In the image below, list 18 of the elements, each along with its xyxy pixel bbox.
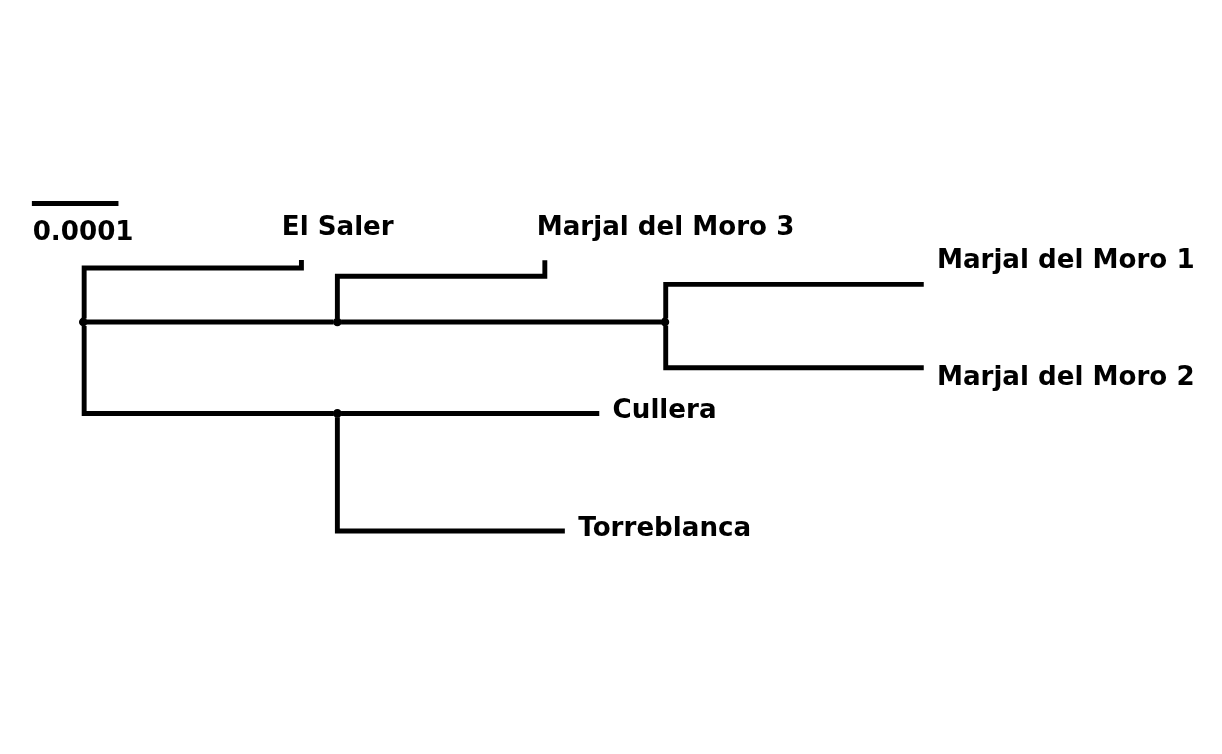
- connector: [341, 410, 600, 416]
- node-point: [333, 408, 342, 418]
- connector: [81, 325, 334, 416]
- connector: [334, 416, 565, 533]
- node-text: Marjal del Moro 3: [536, 210, 795, 241]
- label: 0.0001: [32, 215, 134, 246]
- connector: [341, 319, 662, 324]
- node-point: [333, 317, 342, 326]
- node-text: Marjal del Moro 2: [936, 360, 1195, 391]
- node-point: [79, 317, 88, 326]
- node-point: [660, 317, 670, 326]
- node-text: Torreblanca: [578, 511, 752, 542]
- node-text: Marjal del Moro 1: [936, 243, 1195, 274]
- connector: [86, 319, 334, 324]
- node-text: El Saler: [281, 210, 394, 241]
- node-text: Cullera: [612, 393, 717, 424]
- connector: [663, 325, 924, 370]
- connector: [663, 281, 924, 318]
